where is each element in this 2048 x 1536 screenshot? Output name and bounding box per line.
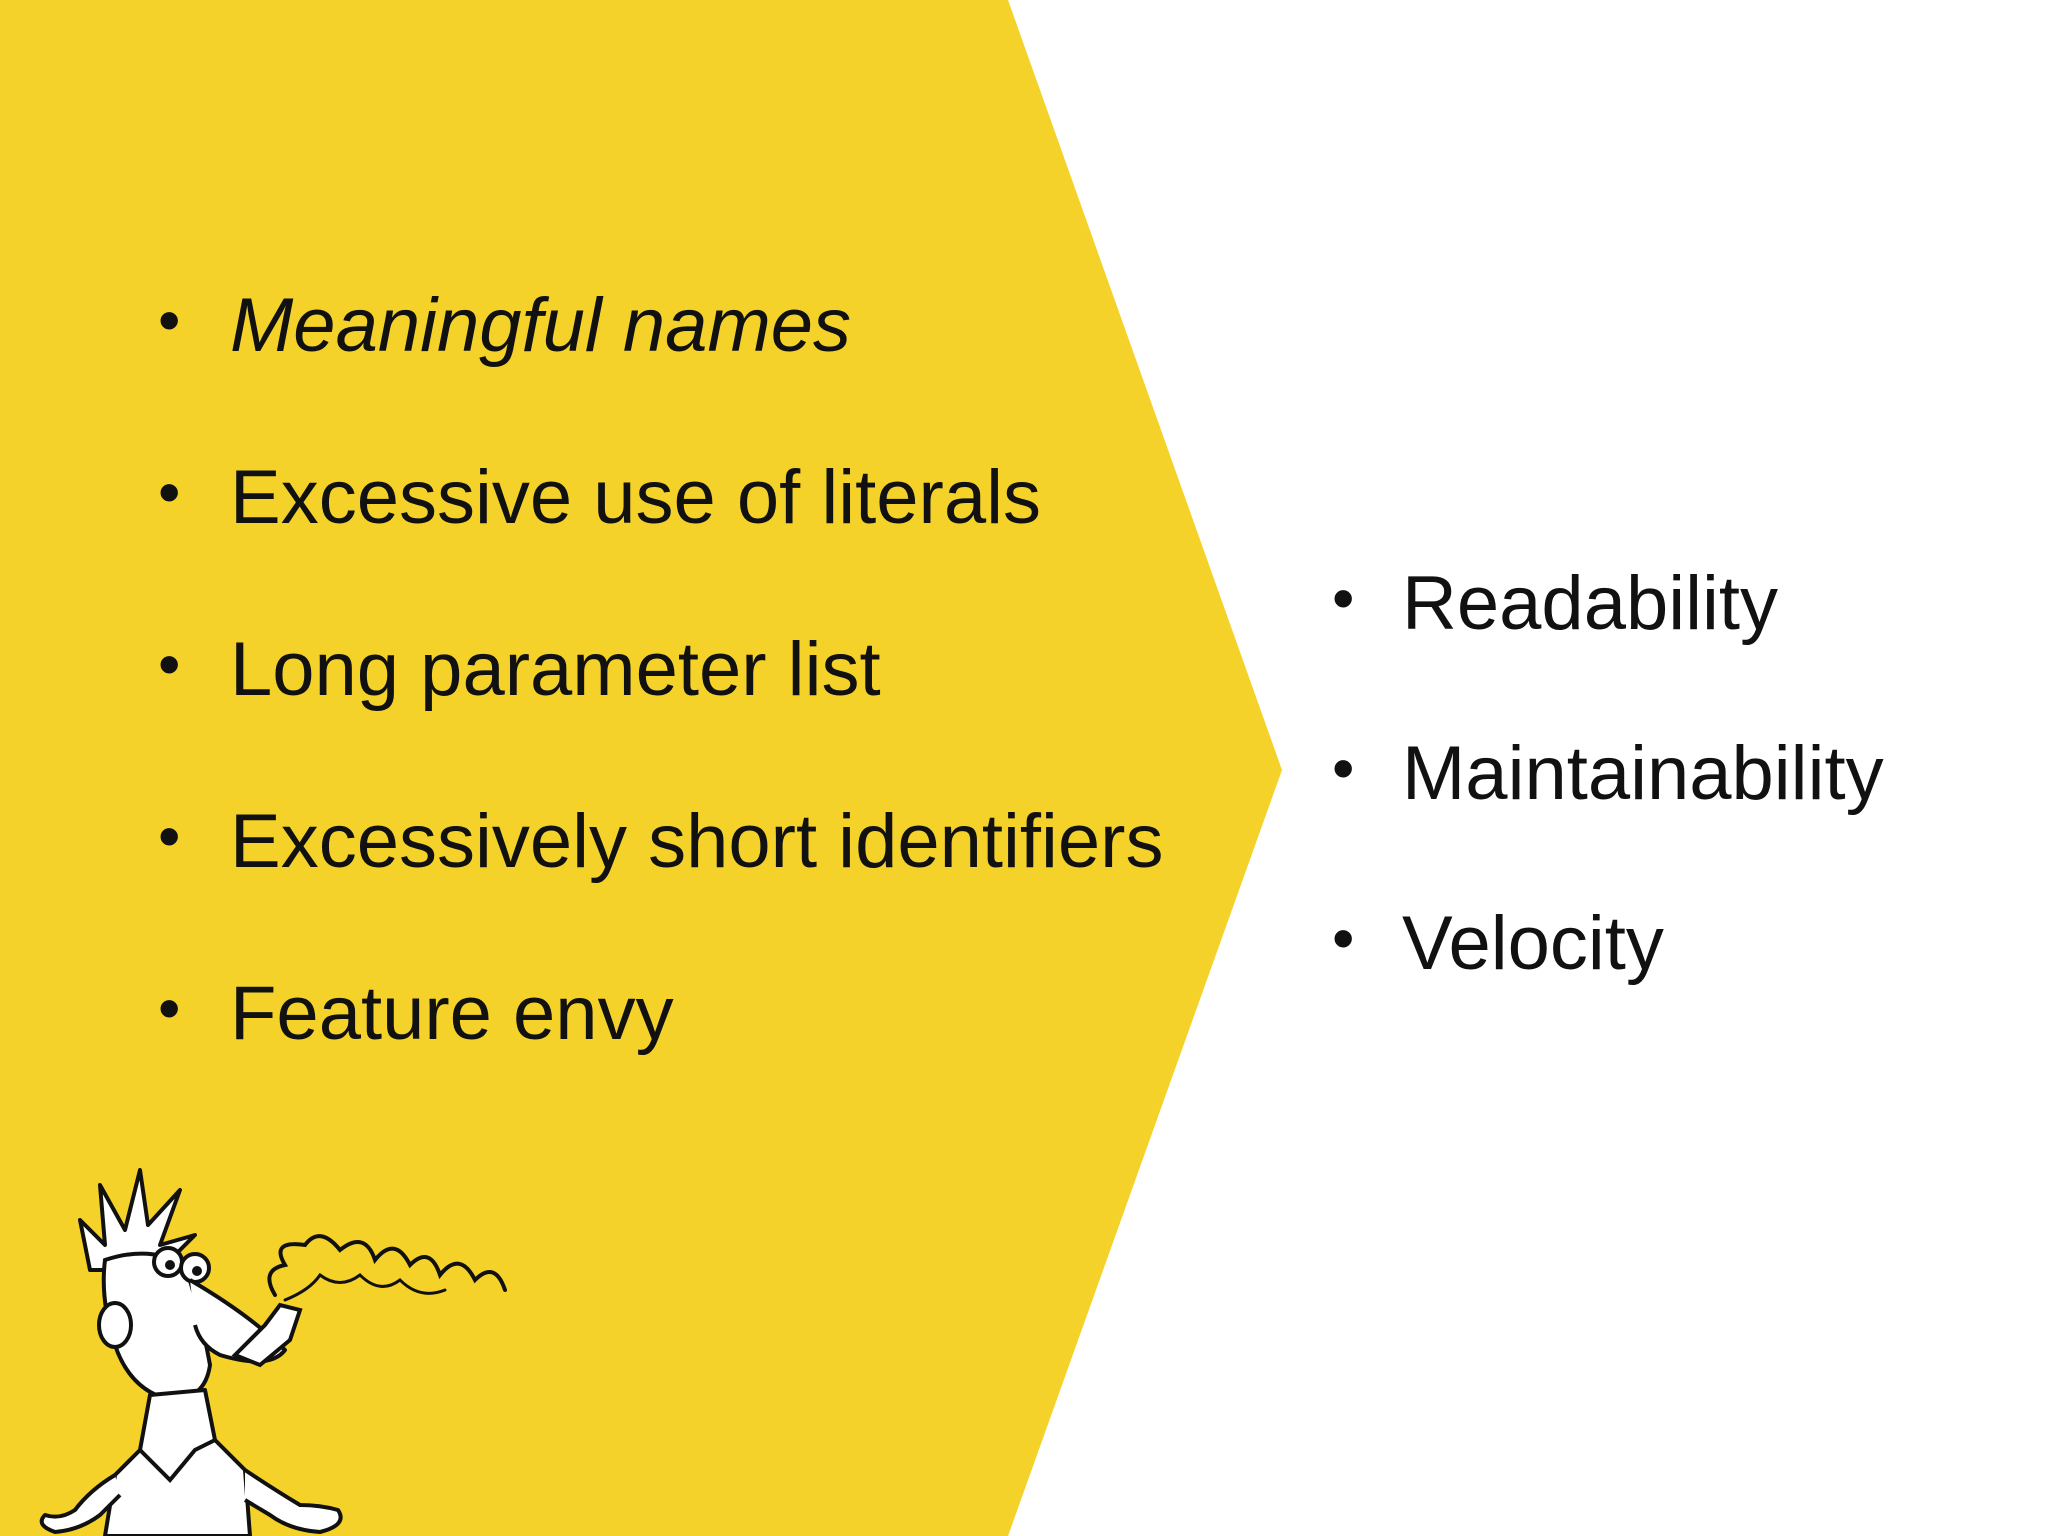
smoke-line <box>283 1272 447 1302</box>
smoke <box>267 1234 507 1297</box>
right-pupil <box>192 1266 202 1276</box>
bullet: • <box>158 800 181 872</box>
ear <box>97 1301 133 1349</box>
left-pupil <box>165 1260 175 1270</box>
list-item: • Velocity <box>1332 906 1884 1076</box>
bullet: • <box>158 456 181 528</box>
list-item-label: Excessively short identifiers <box>230 799 1164 884</box>
collar <box>138 1438 216 1483</box>
left-arm <box>39 1473 122 1534</box>
list-item-label: Maintainability <box>1402 731 1884 816</box>
bullet: • <box>158 284 181 356</box>
bullet: • <box>1332 732 1355 804</box>
cartoon-man-smoking-pipe-icon <box>39 1168 507 1536</box>
bullet: • <box>158 972 181 1044</box>
list-item-label: Long parameter list <box>230 627 881 712</box>
list-item: • Long parameter list <box>158 632 1163 804</box>
list-item: • Feature envy <box>158 976 1163 1148</box>
list-item-label: Feature envy <box>230 971 674 1056</box>
list-item-label: Readability <box>1402 561 1778 646</box>
list-item-label: Velocity <box>1402 901 1664 986</box>
list-item-label: Excessive use of literals <box>230 455 1041 540</box>
list-item: • Excessively short identifiers <box>158 804 1163 976</box>
list-item-label: Meaningful names <box>230 283 852 368</box>
hair <box>78 1168 197 1272</box>
list-item: • Readability <box>1332 566 1884 736</box>
right-arm <box>243 1468 343 1534</box>
list-item: • Maintainability <box>1332 736 1884 906</box>
bullet: • <box>1332 562 1355 634</box>
yellow-chevron-shape <box>0 0 1282 1536</box>
pipe <box>231 1302 303 1368</box>
list-item: • Excessive use of literals <box>158 460 1163 632</box>
code-smells-list: • Meaningful names • Excessive use of li… <box>158 288 1163 1148</box>
torso <box>103 1388 252 1536</box>
bullet: • <box>1332 902 1355 974</box>
bullet: • <box>158 628 181 700</box>
list-item: • Meaningful names <box>158 288 1163 460</box>
qualities-list: • Readability • Maintainability • Veloci… <box>1332 566 1884 1076</box>
